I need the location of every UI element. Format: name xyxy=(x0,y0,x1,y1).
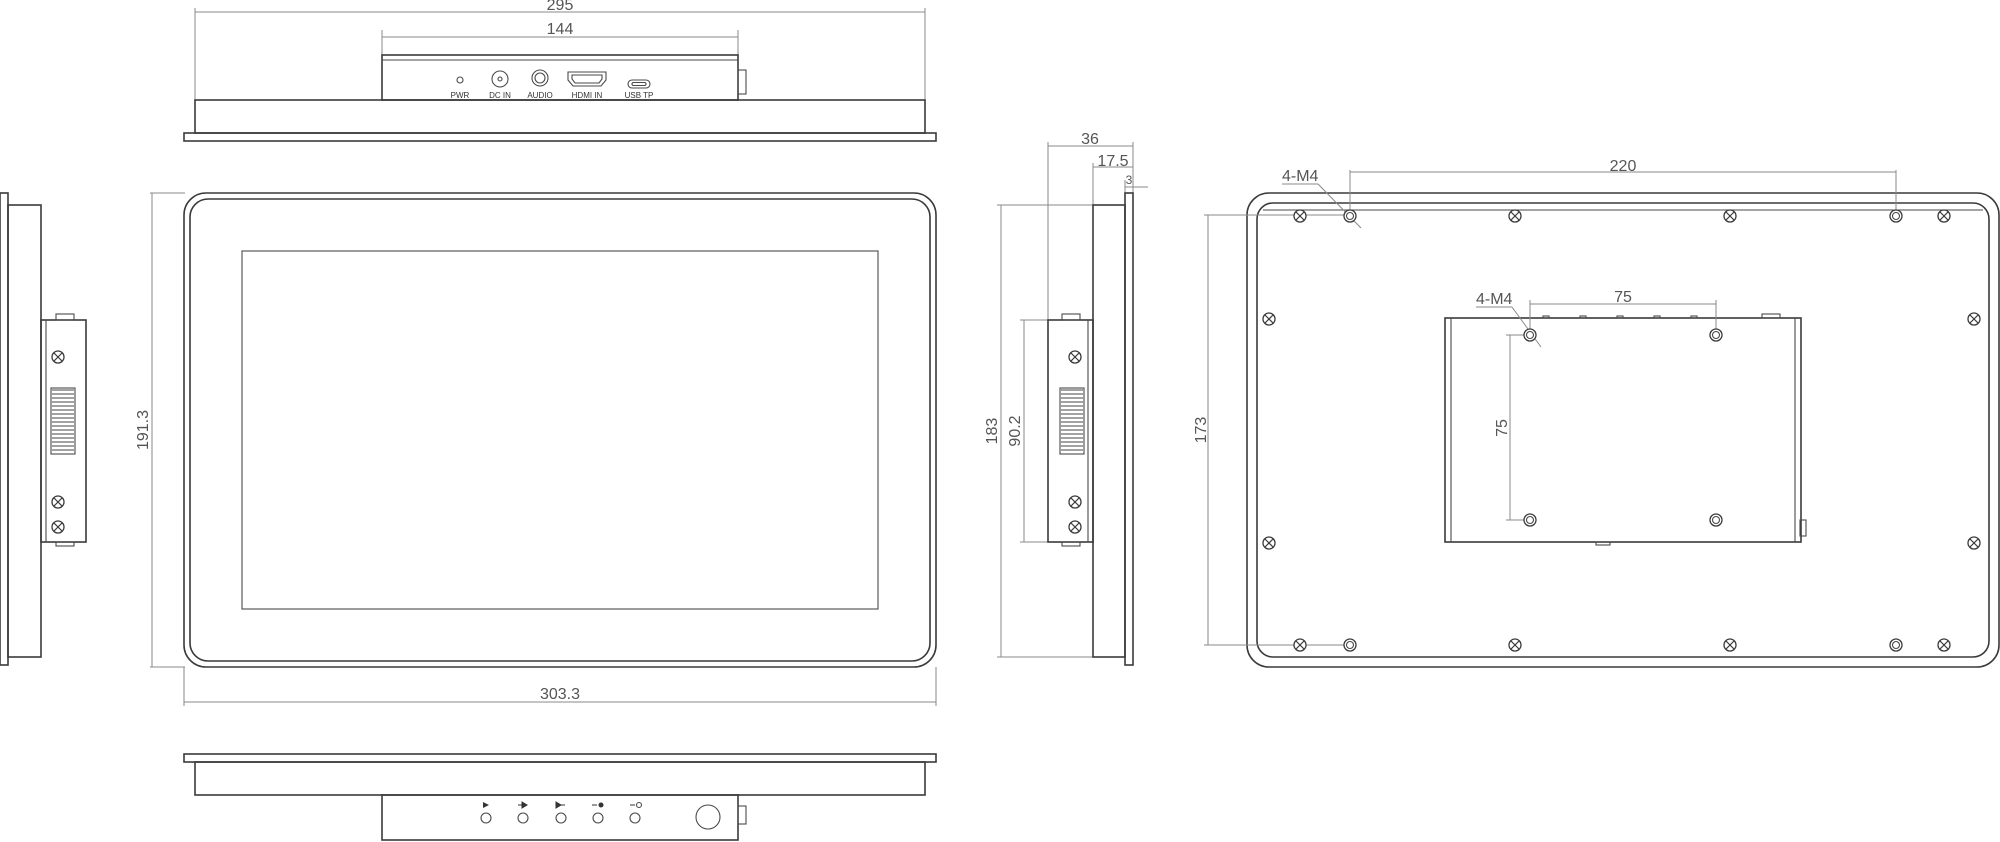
m4-mounting-hole-icon xyxy=(1523,328,1537,342)
rear-vesa-hole-callout: 4-M4 xyxy=(1476,291,1513,308)
left-button-icon xyxy=(555,801,567,824)
right-side-view: 36 17.5 3 183 90.2 xyxy=(984,131,1148,666)
left-side-bezel xyxy=(7,204,42,658)
dim-rear-outer-spacing-v: 173 xyxy=(1193,417,1210,444)
m4-mounting-hole-icon xyxy=(1343,209,1357,223)
dc-in-port-icon xyxy=(491,70,509,88)
dim-side-module-height: 90.2 xyxy=(1007,415,1024,446)
rear-screw-icon xyxy=(1723,209,1737,223)
bottom-bezel xyxy=(194,761,926,796)
bottom-knob xyxy=(737,805,747,825)
rear-screw-icon xyxy=(1262,312,1276,326)
front-view: 191.3 303.3 xyxy=(135,192,937,706)
rear-view: 220 4-M4 173 75 75 4-M4 xyxy=(1193,158,2000,668)
rear-screw-icon xyxy=(1937,209,1951,223)
rear-outer-frame xyxy=(1246,192,2000,668)
right-side-screw-icon xyxy=(1068,495,1082,509)
right-side-frame-flange xyxy=(1124,192,1134,666)
port-label-hdmi-in: HDMI IN xyxy=(572,91,603,100)
m4-mounting-hole-icon xyxy=(1709,513,1723,527)
port-label-pwr: PWR xyxy=(451,91,470,100)
dim-side-panel-thickness: 3 xyxy=(1126,173,1133,187)
left-side-screw-icon xyxy=(51,495,65,509)
dim-front-width: 303.3 xyxy=(540,686,580,703)
rear-screw-icon xyxy=(1293,638,1307,652)
bottom-view xyxy=(183,753,937,841)
rear-screw-icon xyxy=(1262,536,1276,550)
dim-side-depth: 36 xyxy=(1081,131,1099,148)
m4-mounting-hole-icon xyxy=(1889,638,1903,652)
top-frame-flange xyxy=(183,132,937,142)
right-button-icon xyxy=(517,801,529,824)
rear-screw-icon xyxy=(1937,638,1951,652)
left-side-frame-flange xyxy=(0,192,9,666)
rear-inner-panel xyxy=(1256,202,1990,658)
rear-outer-hole-callout: 4-M4 xyxy=(1282,168,1319,185)
dim-rear-outer-spacing-h: 220 xyxy=(1610,158,1637,175)
right-side-vent-icon xyxy=(1059,387,1085,455)
bottom-frame-flange xyxy=(183,753,937,763)
left-side-view xyxy=(0,192,87,666)
dim-rear-vesa-v: 75 xyxy=(1494,419,1511,437)
brightness-up-button-icon xyxy=(592,802,604,824)
left-side-screw-icon xyxy=(51,520,65,534)
dim-top-overall-width: 295 xyxy=(547,0,574,14)
left-side-screw-icon xyxy=(51,350,65,364)
menu-button-icon xyxy=(480,802,492,824)
port-label-audio: AUDIO xyxy=(527,91,552,100)
power-button-icon xyxy=(695,804,721,830)
audio-jack-icon xyxy=(531,69,549,87)
front-display-area xyxy=(241,250,879,610)
right-side-screw-icon xyxy=(1068,520,1082,534)
rear-screw-icon xyxy=(1967,312,1981,326)
top-io-module xyxy=(381,54,739,101)
m4-mounting-hole-icon xyxy=(1889,209,1903,223)
left-side-vent-icon xyxy=(50,387,76,455)
pwr-led-icon xyxy=(456,76,464,84)
dim-side-height: 183 xyxy=(984,418,1001,445)
rear-screw-icon xyxy=(1293,209,1307,223)
dim-side-module-depth: 17.5 xyxy=(1097,153,1128,170)
rear-screw-icon xyxy=(1967,536,1981,550)
front-outer-frame xyxy=(183,192,937,668)
usb-c-port-icon xyxy=(627,79,651,89)
m4-mounting-hole-icon xyxy=(1343,638,1357,652)
front-inner-bezel xyxy=(189,198,931,662)
hdmi-port-icon xyxy=(567,71,607,87)
right-side-bezel xyxy=(1092,204,1126,658)
bottom-io-module xyxy=(381,794,739,841)
rear-screw-icon xyxy=(1508,638,1522,652)
right-side-screw-icon xyxy=(1068,350,1082,364)
top-view: 295 144 PWR DC IN AUDIO HDMI IN USB TP xyxy=(183,0,937,142)
rear-screw-icon xyxy=(1723,638,1737,652)
m4-mounting-hole-icon xyxy=(1523,513,1537,527)
dim-front-height: 191.3 xyxy=(135,410,152,450)
port-label-usb-tp: USB TP xyxy=(625,91,654,100)
top-knob xyxy=(737,69,747,95)
dim-top-module-width: 144 xyxy=(547,21,574,38)
brightness-down-button-icon xyxy=(629,801,643,824)
top-bezel xyxy=(194,99,926,134)
m4-mounting-hole-icon xyxy=(1709,328,1723,342)
port-label-dc-in: DC IN xyxy=(489,91,511,100)
dim-rear-vesa-h: 75 xyxy=(1614,289,1632,306)
rear-screw-icon xyxy=(1508,209,1522,223)
